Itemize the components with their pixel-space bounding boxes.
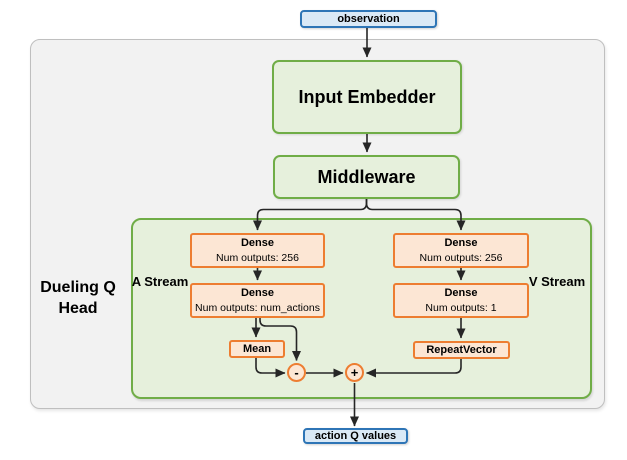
repeatvector-node: RepeatVector [413,341,510,359]
dense-v1-node: Dense Num outputs: 256 [393,233,529,268]
action-q-values-node: action Q values [303,428,408,444]
mean-node: Mean [229,340,285,358]
connector-mean-to-minus [255,358,286,378]
dueling-q-head-label: Dueling Q Head [40,279,116,317]
dense-v1-subtitle: Num outputs: 256 [419,251,503,264]
connector-dense-a2-to-minus [259,318,301,361]
middleware-node: Middleware [273,155,460,199]
plus-operator-node: + [345,363,364,382]
minus-operator-node: - [287,363,306,382]
dense-a1-subtitle: Num outputs: 256 [216,251,299,264]
connector-middleware-to-dense-a1 [253,199,368,231]
observation-node: observation [300,10,437,28]
connector-middleware-to-dense-v1 [365,199,466,231]
dense-a2-node: Dense Num outputs: num_actions [190,283,325,318]
a-stream-label: A Stream [131,274,189,289]
dense-v1-title: Dense [444,236,478,249]
dense-a1-title: Dense [240,236,275,249]
dense-v2-node: Dense Num outputs: 1 [393,283,529,318]
connector-repeatvector-to-plus [366,359,462,378]
dense-v2-subtitle: Num outputs: 1 [425,301,497,314]
input-embedder-node: Input Embedder [272,60,462,134]
dense-a2-title: Dense [240,286,275,299]
dense-a1-node: Dense Num outputs: 256 [190,233,325,268]
dense-a2-subtitle: Num outputs: num_actions [195,301,320,314]
v-stream-label: V Stream [528,274,586,289]
dense-v2-title: Dense [444,286,478,299]
